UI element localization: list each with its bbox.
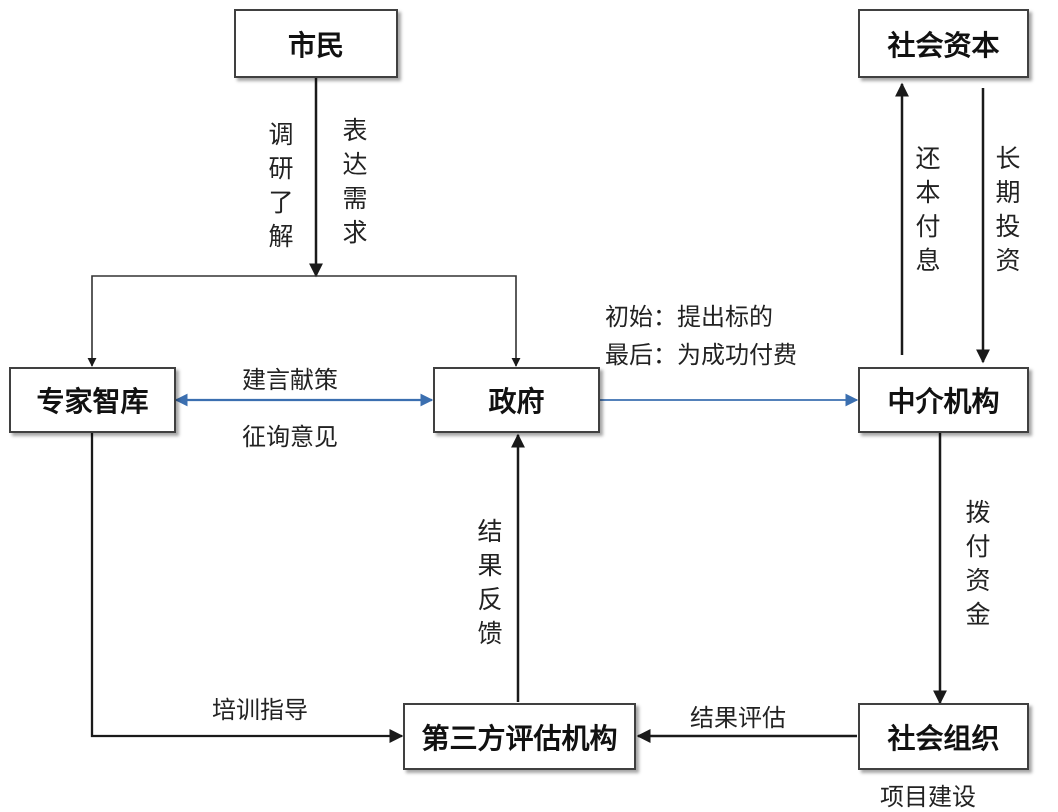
label-allocate-funds: 拨付资金 — [965, 498, 991, 629]
label-advice: 建言献策 — [242, 366, 338, 394]
label-survey: 调研了解 — [268, 120, 294, 251]
arrow-training — [90, 433, 404, 743]
label-result-eval: 结果评估 — [690, 704, 786, 732]
node-intermediary: 中介机构 — [858, 367, 1029, 433]
node-third-party: 第三方评估机构 — [403, 703, 636, 770]
node-government: 政府 — [433, 367, 600, 433]
node-citizen: 市民 — [234, 9, 398, 78]
label-training: 培训指导 — [212, 696, 308, 724]
label-project-build: 项目建设 — [880, 783, 976, 811]
label-consult: 征询意见 — [242, 423, 338, 451]
label-long-invest: 长期投资 — [995, 144, 1021, 275]
node-social-capital: 社会资本 — [858, 9, 1029, 78]
label-repay: 还本付息 — [915, 144, 941, 275]
node-social-org: 社会组织 — [858, 703, 1029, 770]
node-think-tank: 专家智库 — [9, 367, 176, 433]
label-initial: 初始：提出标的 — [605, 303, 773, 331]
label-final: 最后：为成功付费 — [605, 341, 797, 369]
label-express-needs: 表达需求 — [342, 116, 368, 247]
label-result-feedback: 结果反馈 — [477, 517, 503, 648]
arrow-to-government — [316, 275, 521, 367]
arrow-to-think-tank — [87, 275, 316, 367]
